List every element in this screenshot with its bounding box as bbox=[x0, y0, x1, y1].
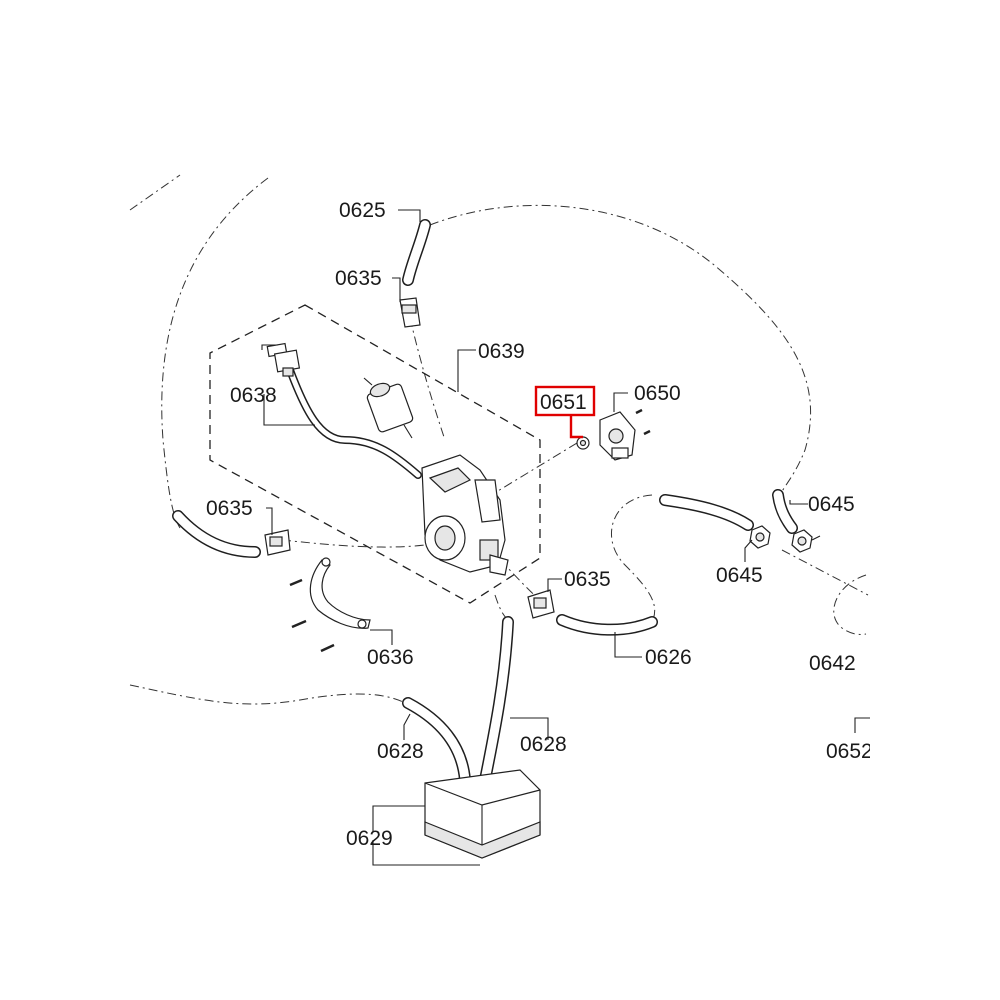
hose-0645-right bbox=[772, 489, 798, 534]
clip-0635-top bbox=[399, 297, 421, 328]
screws bbox=[289, 408, 651, 653]
cable-0638 bbox=[286, 366, 422, 479]
right-edge-mask bbox=[870, 0, 1000, 1000]
tank-0629 bbox=[424, 769, 541, 859]
label-0645-left[interactable]: 0645 bbox=[716, 564, 763, 587]
pump-assembly bbox=[421, 454, 509, 576]
label-0639[interactable]: 0639 bbox=[478, 340, 525, 363]
label-0629[interactable]: 0629 bbox=[346, 827, 393, 850]
highlight-leader bbox=[569, 415, 583, 439]
label-0650[interactable]: 0650 bbox=[634, 382, 681, 405]
valve-head-0650 bbox=[599, 411, 636, 461]
highlight-0651 bbox=[534, 385, 596, 439]
connector-0638 bbox=[266, 342, 301, 377]
clip-0635-left bbox=[264, 529, 291, 556]
hose-0625 bbox=[402, 219, 431, 286]
motor-0639 bbox=[363, 377, 414, 439]
label-0635-top[interactable]: 0635 bbox=[335, 267, 382, 290]
clip-0635-mid bbox=[527, 589, 555, 619]
highlight-box bbox=[534, 385, 596, 417]
label-0651[interactable]: 0651 bbox=[540, 391, 587, 414]
leader-lines bbox=[261, 209, 878, 866]
label-0642[interactable]: 0642 bbox=[809, 652, 856, 675]
label-0636[interactable]: 0636 bbox=[367, 646, 414, 669]
hose-0628-left bbox=[402, 697, 471, 786]
part-labels: 0625 0635 0639 0638 0651 0650 0635 0645 … bbox=[206, 199, 873, 850]
washer-0651 bbox=[576, 436, 590, 450]
nut-0645-left bbox=[749, 525, 771, 549]
label-0635-mid[interactable]: 0635 bbox=[564, 568, 611, 591]
label-0628-left[interactable]: 0628 bbox=[377, 740, 424, 763]
hose-0635-left bbox=[172, 510, 261, 558]
label-0628-right[interactable]: 0628 bbox=[520, 733, 567, 756]
hose-0645-left bbox=[659, 494, 754, 531]
label-0638[interactable]: 0638 bbox=[230, 384, 277, 407]
bracket-0636 bbox=[309, 557, 371, 629]
label-0626[interactable]: 0626 bbox=[645, 646, 692, 669]
label-0652[interactable]: 0652 bbox=[826, 740, 873, 763]
routing-lines bbox=[129, 174, 869, 705]
hose-0626 bbox=[556, 614, 658, 636]
label-0635-left[interactable]: 0635 bbox=[206, 497, 253, 520]
assembly-box-0639 bbox=[209, 304, 541, 604]
label-0625[interactable]: 0625 bbox=[339, 199, 386, 222]
hose-0628-right bbox=[479, 616, 514, 786]
label-0645-right[interactable]: 0645 bbox=[808, 493, 855, 516]
nut-0645-right bbox=[791, 529, 813, 553]
